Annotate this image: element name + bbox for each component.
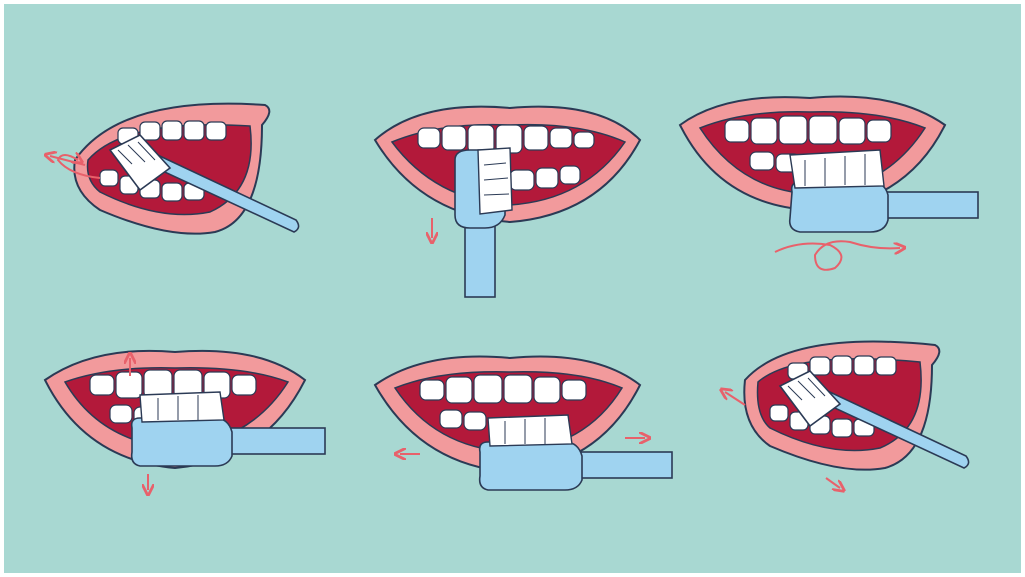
toothbrushing-illustration — [0, 0, 1025, 577]
